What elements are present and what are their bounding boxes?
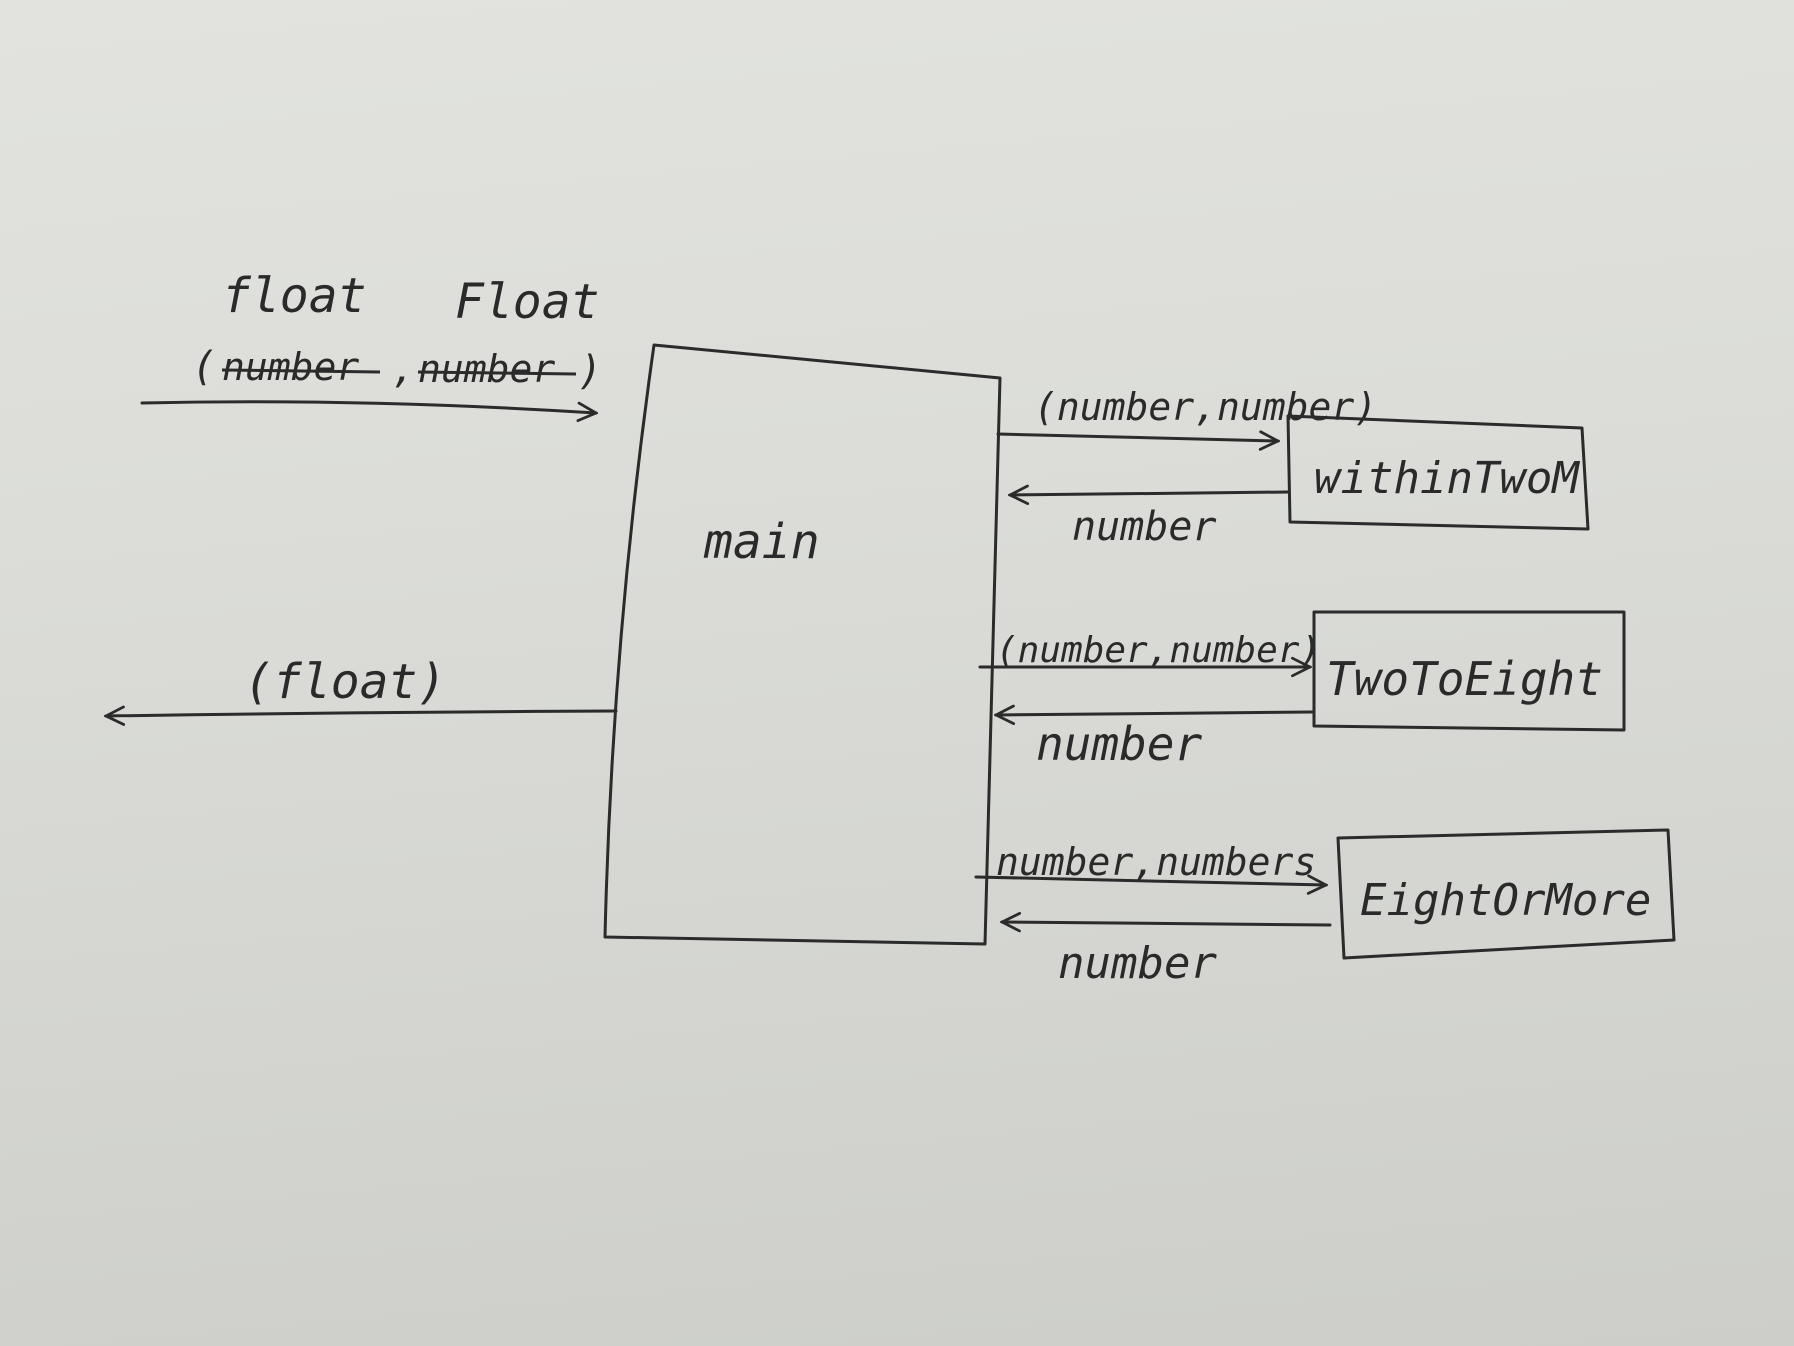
module-3-box [1336, 828, 1676, 960]
module-1-send-label: (number,number) [1034, 385, 1377, 429]
module-2-name: TwoToEight [1326, 652, 1603, 706]
module-3-receive-label: number [1058, 938, 1217, 989]
input-type-label-2: Float [455, 274, 600, 330]
module-2-receive-label: number [1036, 717, 1202, 771]
main-box [603, 343, 1002, 946]
module-2-box [1312, 610, 1626, 732]
input-param-2: number [418, 347, 555, 391]
input-param-1: number [222, 345, 359, 389]
output-label: (float) [244, 654, 446, 710]
module-3-send-label: number,numbers [996, 840, 1316, 884]
module-3-name: EightOrMore [1360, 875, 1651, 926]
module-2-send-label: (number,number) [996, 630, 1321, 671]
output-arrow [106, 711, 618, 716]
module-1-receive-label: number [1072, 504, 1217, 550]
module-1-receive-arrow [1010, 492, 1290, 495]
strike-through-param-1 [221, 368, 381, 374]
input-open-paren: ( [192, 344, 216, 390]
strike-through-param-2 [417, 370, 577, 376]
module-1-name: withinTwoM [1314, 453, 1580, 504]
module-2-receive-arrow [996, 712, 1314, 715]
input-close-paren: ) [578, 348, 602, 394]
input-type-label-1: float [222, 268, 367, 324]
module-1-send-arrow [996, 434, 1278, 441]
input-comma: , [392, 347, 415, 391]
module-1-box [1286, 414, 1590, 531]
module-3-receive-arrow [1002, 922, 1332, 925]
input-arrow [140, 400, 596, 413]
module-3-send-arrow [974, 877, 1326, 885]
main-label: main [703, 514, 820, 570]
